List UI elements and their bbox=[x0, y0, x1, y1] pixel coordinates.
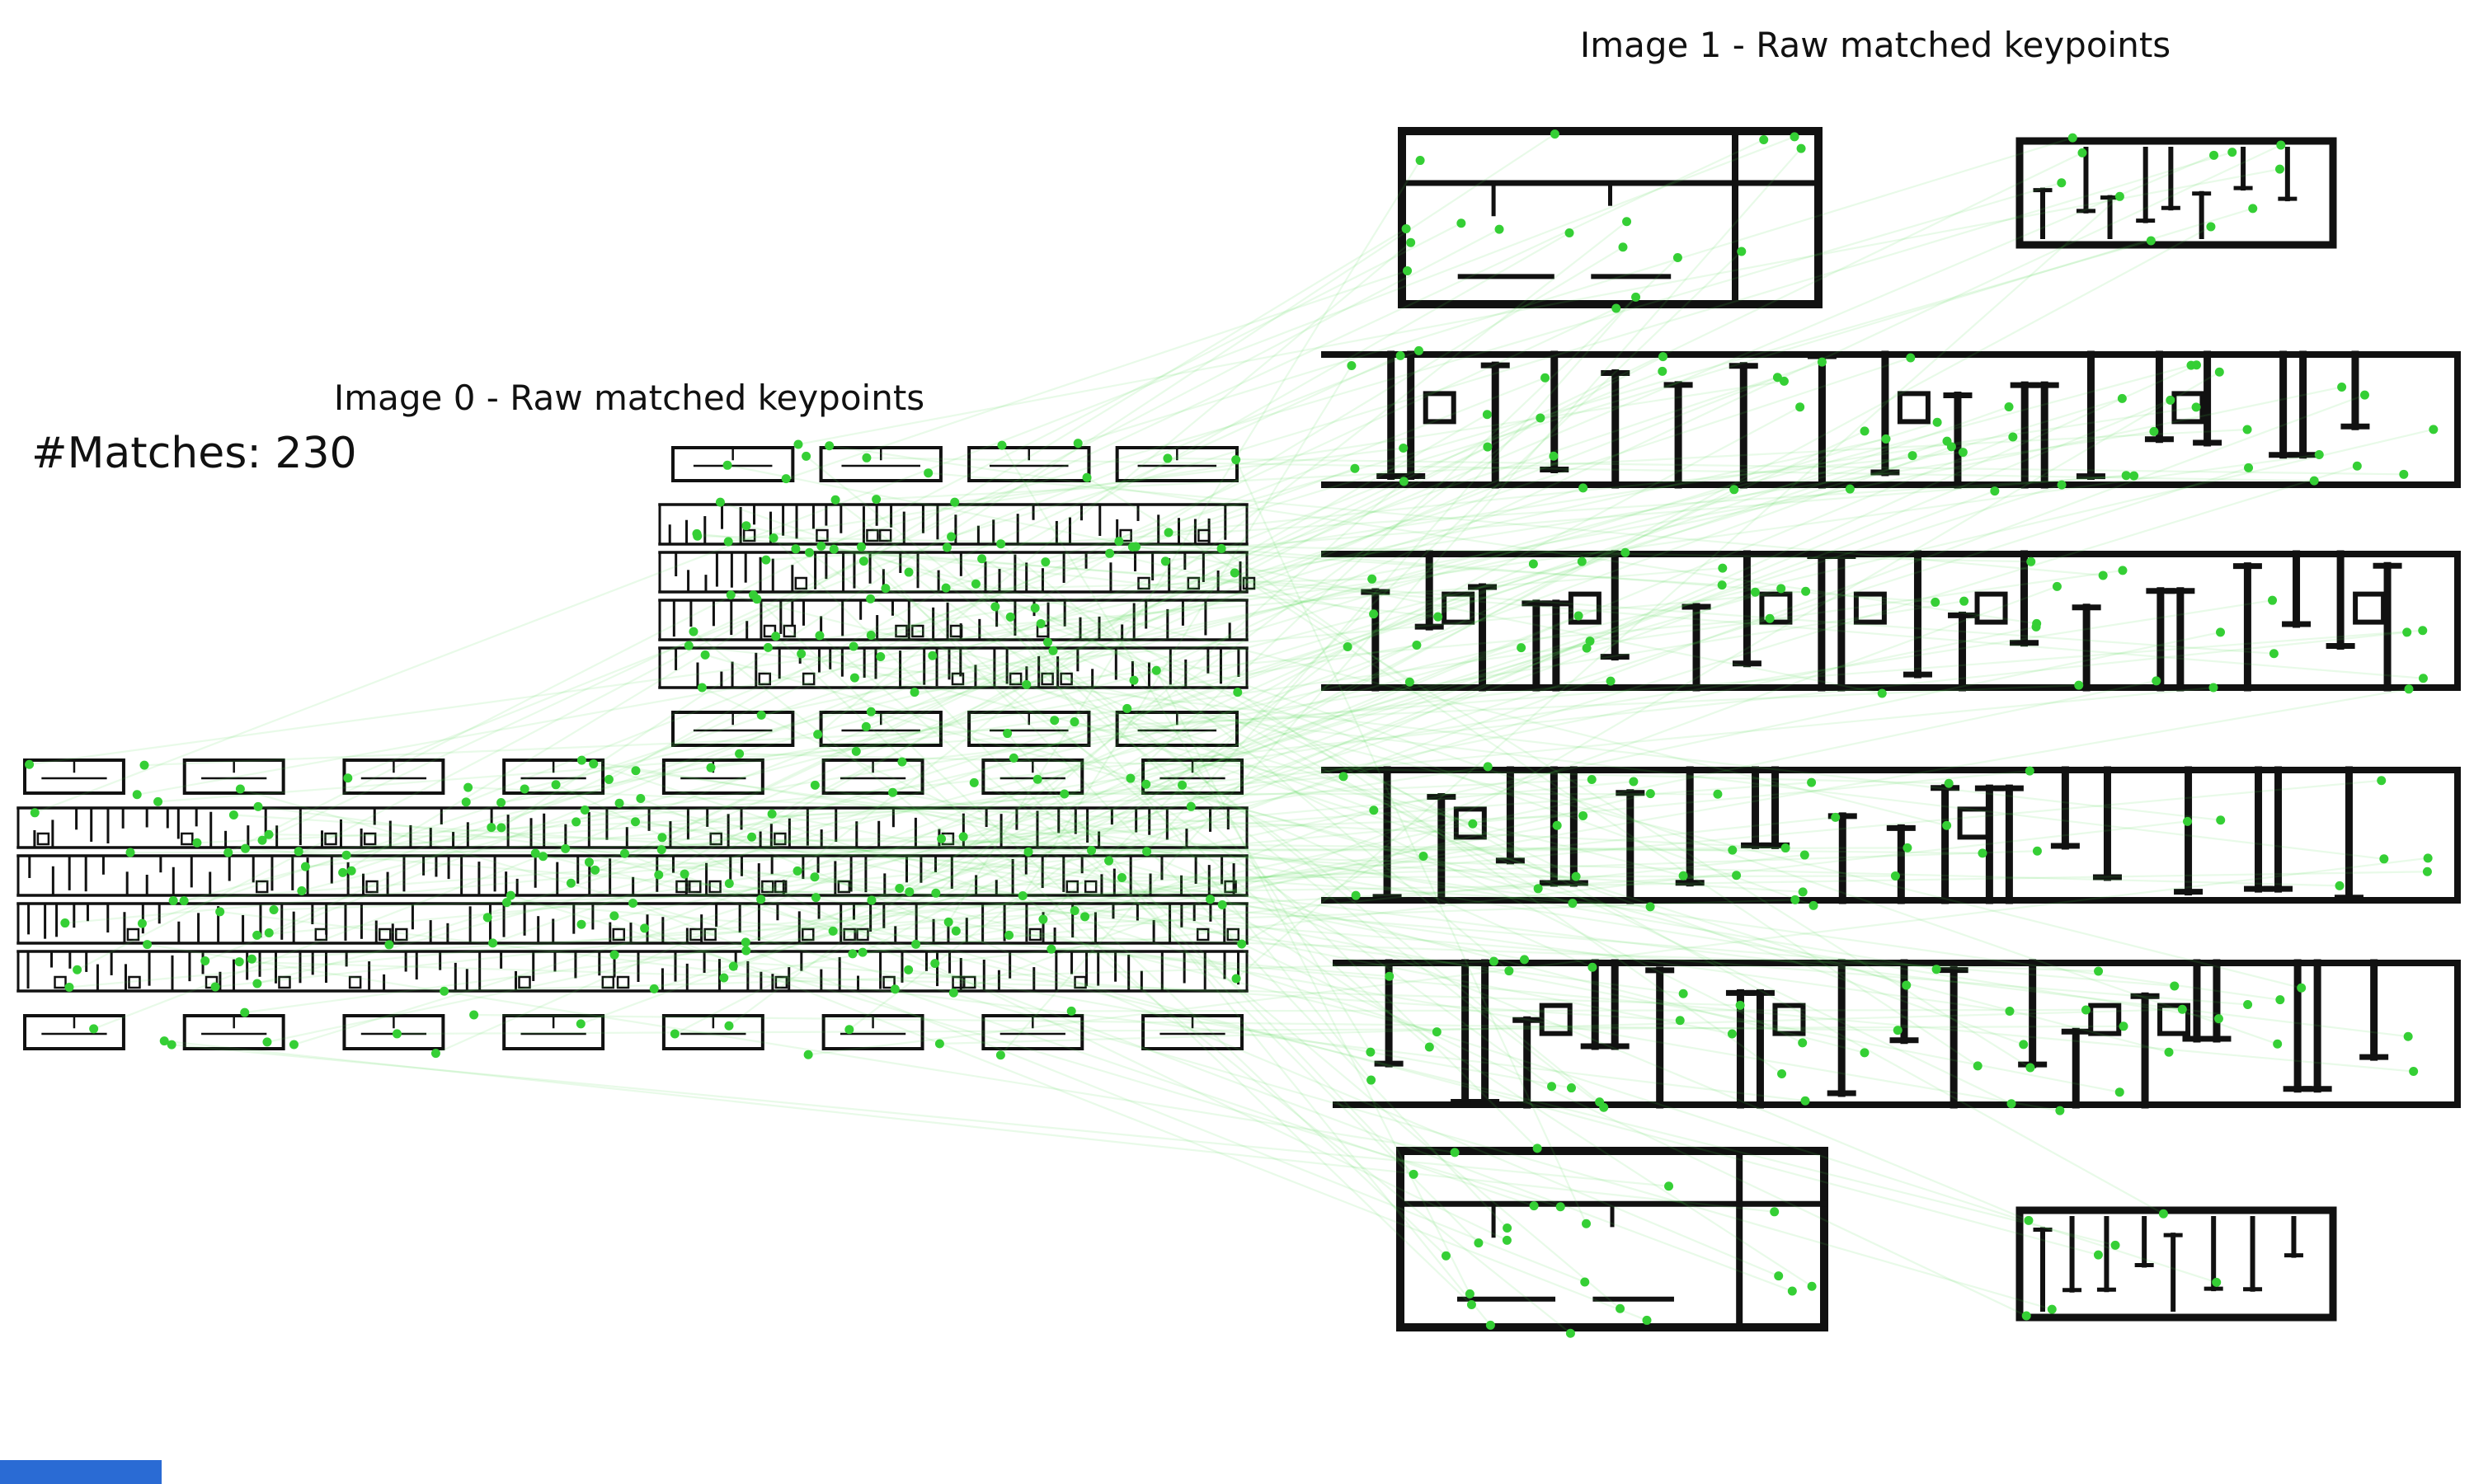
match-lines bbox=[29, 133, 2434, 1335]
image1-floorplan bbox=[1321, 127, 2461, 1331]
match-count-label: #Matches: 230 bbox=[31, 429, 357, 478]
keypoints-image0 bbox=[25, 439, 1247, 1060]
keypoints-image1 bbox=[1338, 129, 2439, 1338]
image1-panel-title: Image 1 - Raw matched keypoints bbox=[1579, 25, 2171, 65]
taskbar-fragment[interactable] bbox=[0, 1460, 162, 1484]
image0-panel-title: Image 0 - Raw matched keypoints bbox=[333, 378, 925, 418]
